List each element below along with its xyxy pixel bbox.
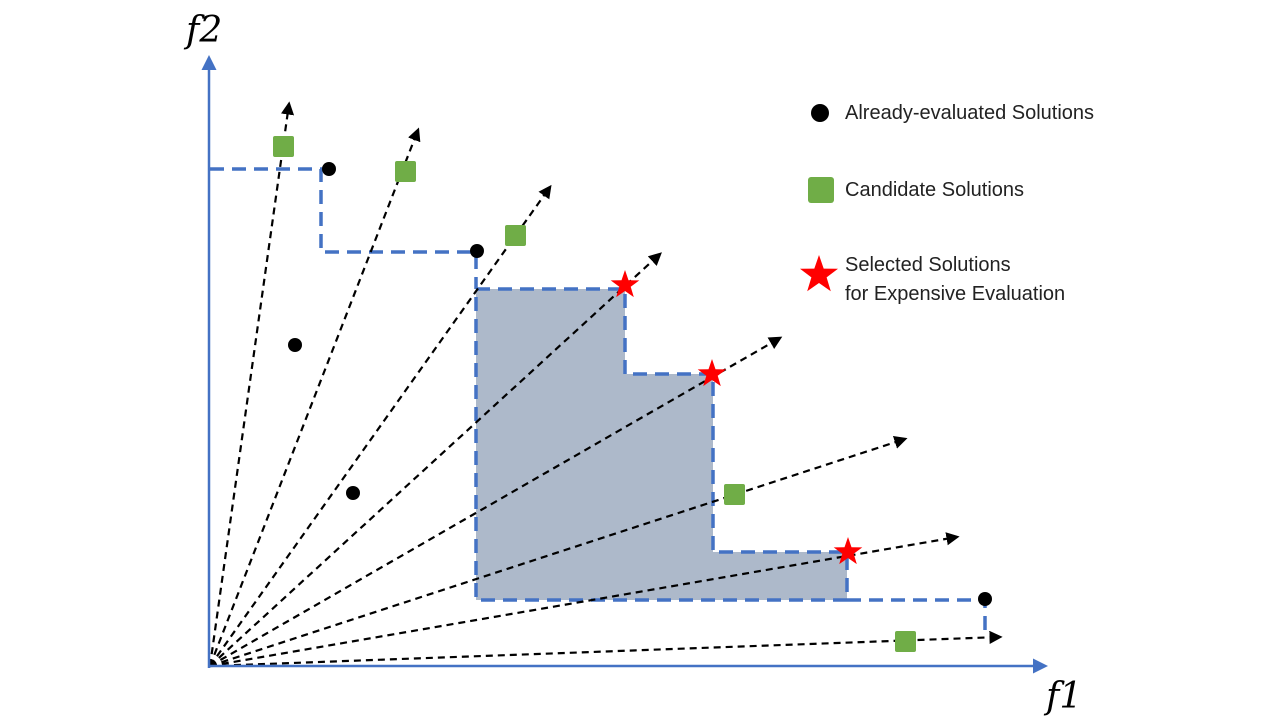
- candidate-solution: [724, 484, 745, 505]
- legend-candidate-label: Candidate Solutions: [845, 179, 1025, 201]
- direction-arrow: [209, 184, 552, 667]
- hypervolume-improvement-region: [476, 289, 847, 600]
- direction-arrow: [209, 532, 960, 668]
- direction-arrow: [209, 252, 662, 667]
- pareto-front-staircase: [210, 167, 478, 289]
- candidate-solutions: [273, 136, 916, 652]
- legend-selected-label-line2: for Expensive Evaluation: [845, 283, 1066, 305]
- evaluated-solution: [470, 244, 484, 258]
- evaluated-solutions: [288, 162, 992, 606]
- legend-selected-label-line1: Selected Solutions: [845, 254, 1011, 276]
- evaluated-solution: [978, 592, 992, 606]
- legend-evaluated-label: Already-evaluated Solutions: [845, 102, 1095, 124]
- legend-selected-label: Selected Solutions for Expensive Evaluat…: [845, 251, 1065, 309]
- evaluated-solution: [346, 486, 360, 500]
- selected-solution-star: [833, 537, 863, 565]
- pareto-front-staircase-lower: [847, 598, 987, 630]
- direction-arrow: [209, 630, 1003, 668]
- direction-arrow: [209, 436, 908, 668]
- direction-arrow: [209, 336, 783, 667]
- legend-selected-icon: [800, 255, 838, 292]
- candidate-solution: [505, 225, 526, 246]
- evaluated-solution: [288, 338, 302, 352]
- direction-arrow: [208, 101, 295, 667]
- hypervolume-region-outline: [474, 287, 849, 602]
- legend-candidate-icon: [808, 177, 834, 203]
- selected-solutions: [610, 270, 863, 565]
- candidate-solution: [273, 136, 294, 157]
- x-axis-title: f1: [1046, 676, 1083, 717]
- reference-direction-arrows: [208, 101, 1003, 668]
- legend-evaluated-icon: [811, 104, 829, 122]
- candidate-solution: [895, 631, 916, 652]
- y-axis-title: f2: [186, 10, 223, 51]
- selected-solution-star: [610, 270, 640, 298]
- candidate-solution: [395, 161, 416, 182]
- direction-arrow: [208, 127, 421, 667]
- evaluated-solution: [322, 162, 336, 176]
- selected-solution-star: [697, 359, 727, 387]
